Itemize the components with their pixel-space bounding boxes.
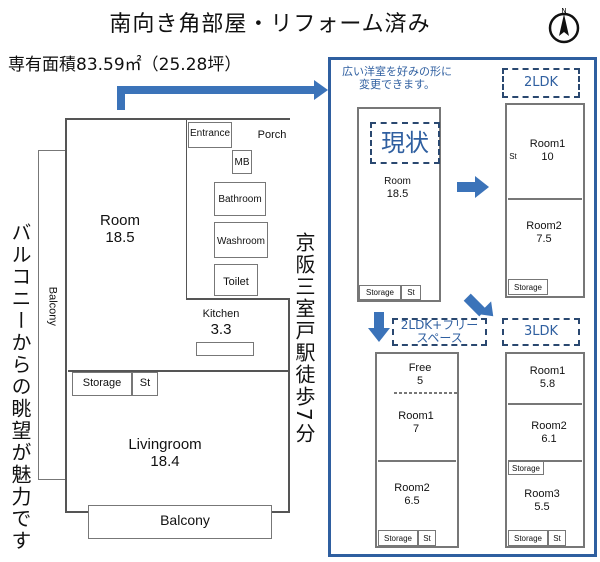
plan-2ldk-badge: 2LDK <box>502 68 580 98</box>
room-size: 7 <box>412 422 420 435</box>
arrow-head-icon <box>475 176 489 198</box>
room-size: 6.1 <box>541 432 557 445</box>
room-name: Room1 <box>529 365 566 377</box>
panel-intro: 広い洋室を好みの形に 変更できます。 <box>342 66 452 91</box>
plan-2ldk <box>505 103 585 298</box>
room-name: Room3 <box>524 488 560 500</box>
storage-label: Storage <box>383 534 413 543</box>
room-size: 5 <box>416 374 424 387</box>
current-storage: Storage <box>365 288 395 297</box>
storage-label: Storage <box>511 464 541 473</box>
room-size: 7.5 <box>536 232 552 245</box>
room-name: Room2 <box>531 420 567 432</box>
washroom-label: Washroom <box>217 236 265 247</box>
arrow-right-icon <box>457 182 477 192</box>
plan-3ldk-badge: 3LDK <box>502 318 580 346</box>
compass-icon: N <box>547 6 581 44</box>
balcony-view-text: バルコニーからの眺望が魅力です <box>8 222 32 552</box>
plan-3ldk <box>505 352 585 548</box>
room-size: 6.5 <box>404 494 420 507</box>
current-st: St <box>407 288 415 297</box>
balcony-bottom-label: Balcony <box>160 512 210 528</box>
arrow-connector <box>117 86 317 94</box>
st-label: St <box>139 377 151 389</box>
arrow-head-icon <box>314 80 328 100</box>
st-label: St <box>423 534 431 543</box>
room-size: 5.8 <box>539 377 556 390</box>
room-name: Room2 <box>394 482 430 494</box>
porch-label: Porch <box>257 129 287 141</box>
storage-label: Storage <box>82 377 122 389</box>
room-name: Room1 <box>398 410 434 422</box>
storage-label: Storage <box>513 534 543 543</box>
plan-2ldk-free <box>375 352 459 548</box>
arrow-down-icon <box>374 312 384 330</box>
storage-label: Storage <box>513 283 543 292</box>
balcony-left-label: Balcony <box>46 286 59 326</box>
room-name: Room1 <box>529 138 566 150</box>
svg-text:N: N <box>561 7 566 15</box>
arrow-head-icon <box>368 328 390 342</box>
station-access-text: 京阪三室戸駅徒歩7分 <box>292 232 316 445</box>
layout-options-panel <box>328 57 597 557</box>
st-label: St <box>553 534 561 543</box>
st-label: St <box>509 152 517 161</box>
room-size: 10 <box>541 150 554 163</box>
plan-2ldk-free-badge: 2LDK+フリースペース <box>392 318 487 346</box>
room-size: 5.5 <box>534 500 550 513</box>
arrow-connector <box>117 86 125 110</box>
floor-area: 専有面積83.59㎡（25.28坪） <box>8 55 242 75</box>
room-name: Free <box>408 362 432 374</box>
page-title: 南向き角部屋・リフォーム済み <box>109 12 431 37</box>
mb-label: MB <box>234 157 250 168</box>
current-badge: 現状 <box>370 122 440 164</box>
room-name: Room2 <box>526 220 562 232</box>
bathroom-label: Bathroom <box>218 194 262 205</box>
entrance-label: Entrance <box>189 128 231 139</box>
toilet-label: Toilet <box>223 276 249 288</box>
